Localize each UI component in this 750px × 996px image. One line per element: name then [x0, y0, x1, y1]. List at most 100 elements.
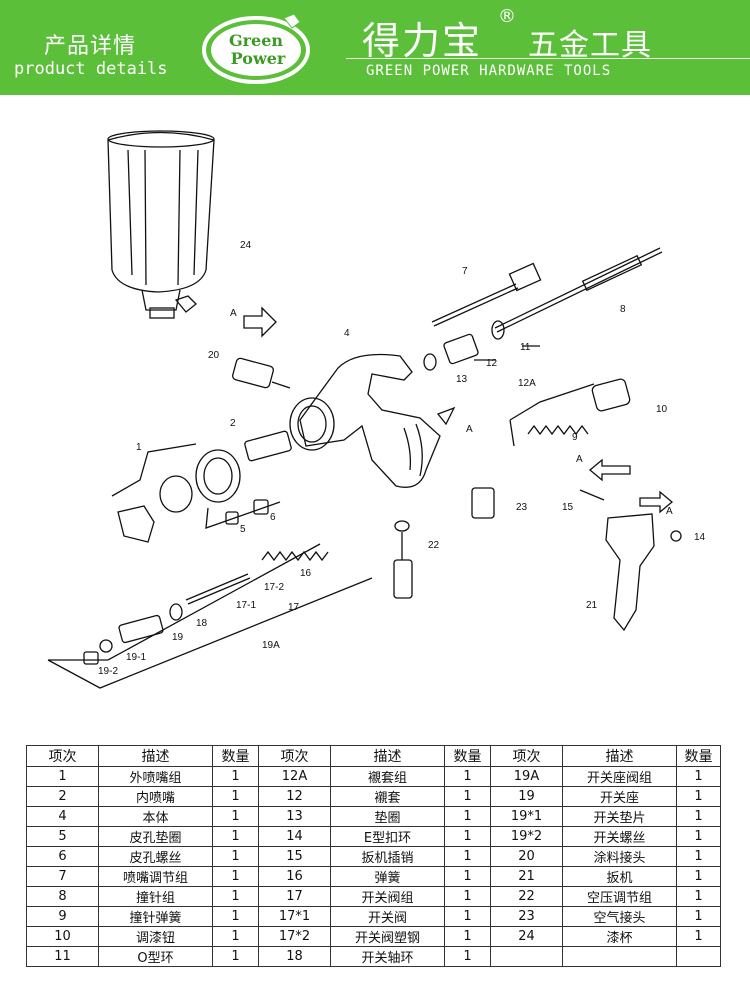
gun-body-drawing — [289, 353, 441, 488]
quantity-cell: 1 — [212, 926, 259, 947]
header-description: 描述 — [330, 745, 445, 767]
quantity-cell: 1 — [444, 806, 491, 827]
label-2: 2 — [230, 418, 236, 429]
air-cap-drawing — [111, 443, 241, 543]
item-no-cell: 22 — [490, 886, 563, 907]
label-16: 16 — [300, 568, 312, 579]
description-cell: 开关垫片 — [562, 806, 677, 827]
header-quantity: 数量 — [212, 745, 259, 767]
label-20: 20 — [208, 350, 220, 361]
item-no-cell: 9 — [26, 906, 99, 927]
quantity-cell: 1 — [212, 906, 259, 927]
label-1: 1 — [136, 442, 142, 453]
quantity-cell: 1 — [676, 926, 721, 947]
description-cell: 开关座 — [562, 786, 677, 807]
item-no-cell: 7 — [26, 866, 99, 887]
quantity-cell: 1 — [212, 886, 259, 907]
quantity-cell: 1 — [676, 866, 721, 887]
item-no-cell: 24 — [490, 926, 563, 947]
table-row: 5 皮孔垫圈 1 14 E型扣环 1 19*2 开关螺丝 1 — [26, 826, 721, 847]
description-cell: 本体 — [98, 806, 213, 827]
description-cell: 开关轴环 — [330, 946, 445, 967]
quantity-cell: 1 — [212, 786, 259, 807]
valve-group-drawing — [47, 543, 373, 689]
item-no-cell: 2 — [26, 786, 99, 807]
quantity-cell: 1 — [444, 926, 491, 947]
label-22: 22 — [428, 540, 440, 551]
trigger-drawing — [579, 489, 682, 632]
label-a-right: A — [576, 454, 583, 465]
label-24: 24 — [240, 240, 252, 251]
needle-assembly-drawing — [431, 247, 663, 333]
quantity-cell: 1 — [444, 906, 491, 927]
table-row: 6 皮孔螺丝 1 15 扳机插销 1 20 涂料接头 1 — [26, 846, 721, 867]
item-no-cell: 6 — [26, 846, 99, 867]
label-5: 5 — [240, 524, 246, 535]
brand-divider — [346, 58, 750, 59]
description-cell: 皮孔垫圈 — [98, 826, 213, 847]
description-cell: 涂料接头 — [562, 846, 677, 867]
quantity-cell: 1 — [676, 846, 721, 867]
header-item-no: 项次 — [490, 745, 563, 767]
quantity-cell: 1 — [444, 786, 491, 807]
quantity-cell: 1 — [212, 846, 259, 867]
label-18: 18 — [196, 618, 208, 629]
quantity-cell: 1 — [676, 806, 721, 827]
description-cell: 扳机插销 — [330, 846, 445, 867]
exploded-parts-diagram: 24 7 8 4 A 20 12 11 13 12A 10 2 A 9 1 A … — [47, 130, 706, 689]
item-no-cell: 17 — [258, 886, 331, 907]
table-row: 8 撞针组 1 17 开关阀组 1 22 空压调节组 1 — [26, 886, 721, 907]
paint-fitting-drawing — [232, 357, 291, 389]
item-no-cell: 5 — [26, 826, 99, 847]
label-17: 17 — [288, 602, 300, 613]
item-no-cell: 15 — [258, 846, 331, 867]
label-12: 12 — [486, 358, 498, 369]
quantity-cell: 1 — [676, 826, 721, 847]
item-no-cell: 1 — [26, 766, 99, 787]
header-quantity: 数量 — [676, 745, 721, 767]
item-no-cell: 14 — [258, 826, 331, 847]
description-cell: 襯套 — [330, 786, 445, 807]
description-cell: 空压调节组 — [562, 886, 677, 907]
label-23: 23 — [516, 502, 528, 513]
table-row: 10 调漆钮 1 17*2 开关阀塑钢 1 24 漆杯 1 — [26, 926, 721, 947]
item-no-cell: 23 — [490, 906, 563, 927]
description-cell: 内喷嘴 — [98, 786, 213, 807]
label-7: 7 — [462, 266, 468, 277]
item-no-cell: 18 — [258, 946, 331, 967]
header-description: 描述 — [562, 745, 677, 767]
description-cell: 襯套组 — [330, 766, 445, 787]
table-row: 11 O型环 1 18 开关轴环 1 — [26, 946, 721, 967]
parts-list-table: 项次 描述 数量 项次 描述 数量 项次 描述 数量 1 外喷嘴组 1 12A … — [26, 745, 721, 967]
inner-nozzle-drawing — [244, 430, 292, 462]
item-no-cell: 13 — [258, 806, 331, 827]
quantity-cell: 1 — [212, 826, 259, 847]
quantity-cell: 1 — [212, 946, 259, 967]
item-no-cell: 19A — [490, 766, 563, 787]
label-9: 9 — [572, 432, 578, 443]
item-no-cell: 12 — [258, 786, 331, 807]
item-no-cell: 19*1 — [490, 806, 563, 827]
callout-labels: 24 7 8 4 A 20 12 11 13 12A 10 2 A 9 1 A … — [98, 240, 706, 677]
product-details-subtitle: product details — [14, 59, 168, 79]
header-banner: 产品详情 product details Green Power 得力宝 ® 五… — [0, 0, 750, 95]
product-details-title: 产品详情 — [44, 34, 137, 59]
empty-cell — [490, 946, 563, 967]
table-header-row: 项次 描述 数量 项次 描述 数量 项次 描述 数量 — [26, 745, 721, 767]
description-cell: 撞针弹簧 — [98, 906, 213, 927]
header-description: 描述 — [98, 745, 213, 767]
description-cell: O型环 — [98, 946, 213, 967]
label-14: 14 — [694, 532, 706, 543]
quantity-cell: 1 — [444, 846, 491, 867]
label-19-2: 19-2 — [98, 666, 118, 677]
item-no-cell: 16 — [258, 866, 331, 887]
item-no-cell: 19*2 — [490, 826, 563, 847]
quantity-cell: 1 — [676, 766, 721, 787]
label-15: 15 — [562, 502, 574, 513]
header-item-no: 项次 — [258, 745, 331, 767]
description-cell: 漆杯 — [562, 926, 677, 947]
label-4: 4 — [344, 328, 350, 339]
label-11: 11 — [520, 342, 531, 353]
logo-word-power: Power — [231, 49, 286, 68]
item-no-cell: 21 — [490, 866, 563, 887]
